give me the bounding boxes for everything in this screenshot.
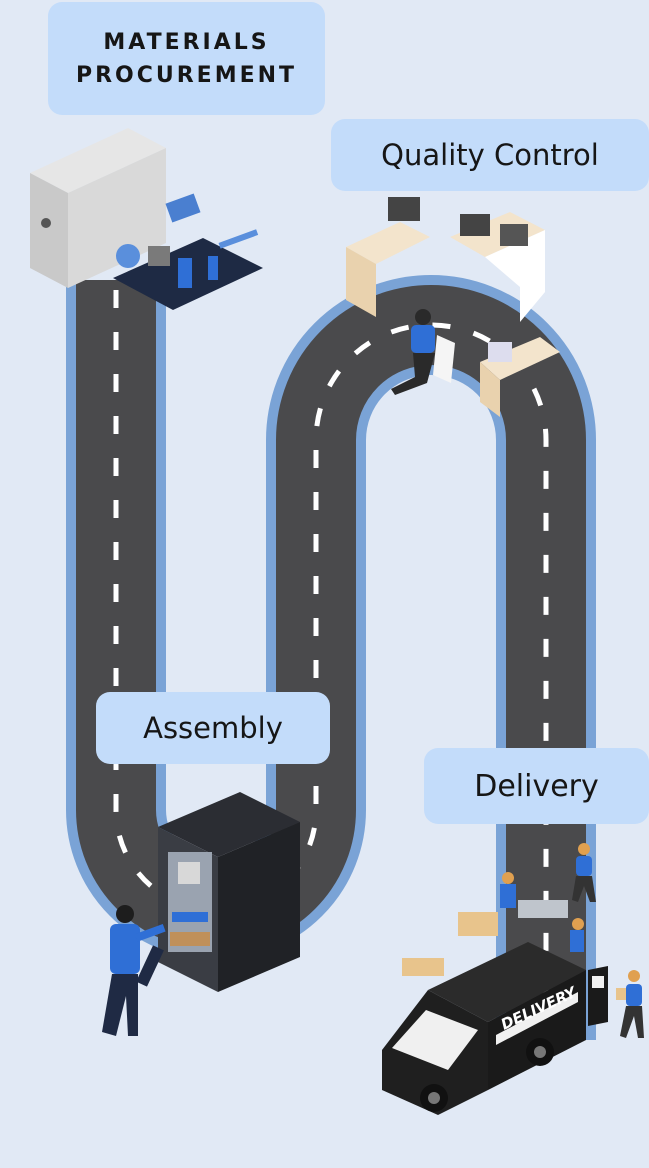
stage-label-quality-control: Quality Control (331, 119, 649, 191)
materials-label-line2: PROCUREMENT (75, 62, 298, 88)
server-cabinet-illustration (158, 792, 300, 992)
materials-label-line1: MATERIALS (103, 29, 270, 55)
courier-figure-2 (572, 843, 596, 902)
stage-label-assembly: Assembly (96, 692, 330, 764)
quality-desks-illustration (346, 197, 560, 417)
courier-figure (616, 970, 644, 1038)
boxes-and-pallet-illustration (402, 872, 584, 976)
stage-label-delivery: Delivery (424, 748, 649, 824)
delivery-truck-illustration: DELIVERY (382, 942, 608, 1115)
technician-figure (391, 309, 455, 395)
stage-label-materials-procurement: MATERIALS PROCUREMENT (48, 2, 325, 115)
pc-components-illustration (30, 128, 263, 310)
assembly-worker-figure (102, 905, 166, 1036)
